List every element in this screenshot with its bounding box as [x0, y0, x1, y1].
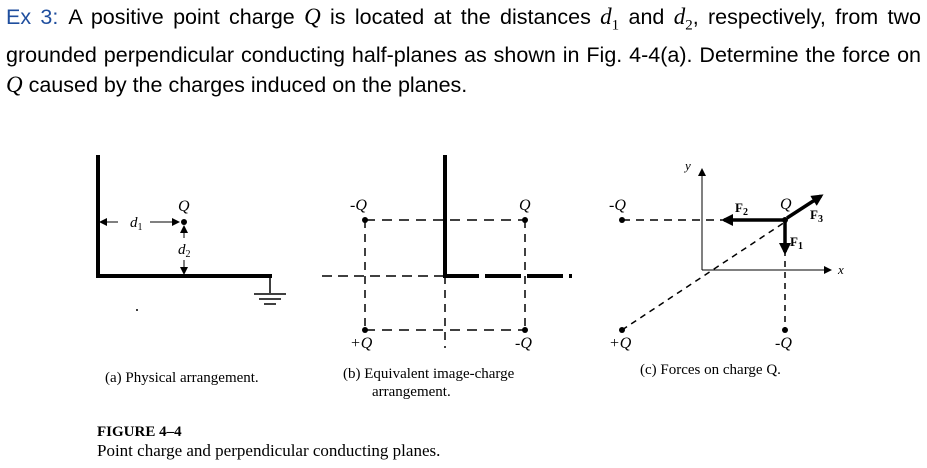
caption-a: (a) Physical arrangement. [105, 370, 259, 386]
problem-text-2: is located at the distances [320, 5, 601, 29]
image-charge-bottom-left [362, 327, 368, 333]
charge-Q-b-label: Q [519, 197, 531, 214]
charge-Q-label: Q [178, 198, 190, 215]
x-axis-label: x [837, 262, 844, 277]
y-axis-label: y [683, 158, 691, 173]
image-charge-bottom-right-label: -Q [515, 335, 532, 352]
image-charge-neg-Q-bottom [782, 327, 788, 333]
dashed-diagonal [621, 221, 786, 331]
image-charge-neg-Q [619, 217, 625, 223]
image-charge-pos-Q-label: +Q [609, 335, 632, 352]
problem-text-3: and [619, 5, 674, 29]
image-charge-top-left [362, 217, 368, 223]
problem-statement: Ex 3: A positive point charge Q is locate… [6, 2, 921, 100]
caption-c: (c) Forces on charge Q. [640, 362, 781, 378]
force-F2-label: F2 [735, 200, 748, 218]
figure-description: Point charge and perpendicular conductin… [97, 441, 441, 460]
force-F1-label: F1 [790, 234, 803, 252]
image-charge-bottom-right [522, 327, 528, 333]
problem-text-1: A positive point charge [68, 5, 305, 29]
force-F3-arrow [786, 194, 824, 220]
image-charge-neg-Q-label: -Q [609, 197, 626, 214]
panel-b-image-charges: -Q Q +Q -Q [322, 155, 572, 352]
charge-Q-c [782, 217, 788, 223]
d1-label: d1 [130, 215, 143, 233]
charge-Q-c-label: Q [780, 196, 792, 213]
problem-text-4: , respectively, from two grounded perpen… [6, 5, 922, 67]
math-Q-2: Q [6, 71, 23, 97]
image-charge-bottom-left-label: +Q [350, 335, 373, 352]
charge-Q [181, 219, 187, 225]
charge-Q-b [522, 217, 528, 223]
image-charge-top-left-label: -Q [350, 197, 367, 214]
example-label: Ex 3: [6, 5, 59, 29]
figure-title: FIGURE 4–4 [97, 424, 182, 440]
panel-a-physical: d1 Q d2 [96, 155, 286, 311]
d2-label: d2 [178, 242, 191, 260]
caption-b-line1: (b) Equivalent image-charge [343, 366, 515, 382]
math-d2: d2 [673, 4, 693, 34]
stray-dot [136, 309, 138, 311]
panel-c-forces: y x -Q +Q -Q Q F2 F1 F3 [609, 158, 844, 352]
math-d1: d1 [600, 4, 620, 34]
image-charge-pos-Q [619, 327, 625, 333]
caption-b-line2: arrangement. [372, 384, 451, 400]
image-charge-neg-Q-bottom-label: -Q [775, 335, 792, 352]
math-Q-1: Q [304, 4, 321, 29]
force-F3-label: F3 [810, 207, 823, 225]
problem-text-5: caused by the charges induced on the pla… [22, 72, 468, 97]
